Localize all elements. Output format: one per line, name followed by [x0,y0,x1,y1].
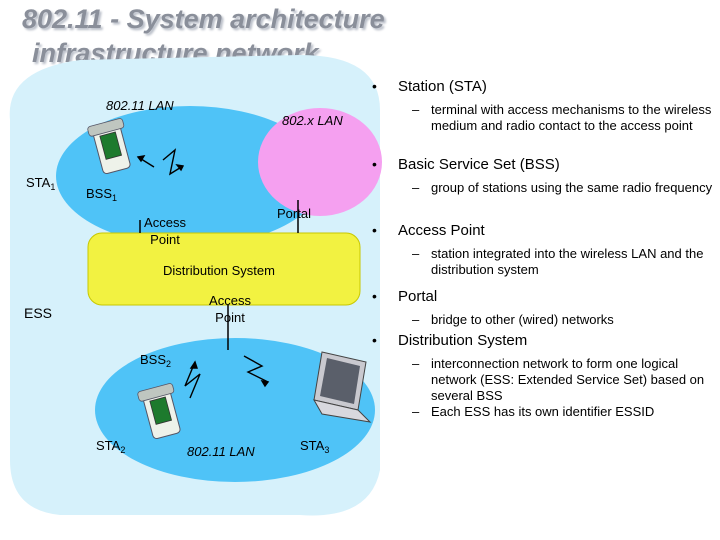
bss1-text: BSS [86,186,113,201]
lan-label-top: 802.11 LAN [106,98,174,113]
desc-bss: group of stations using the same radio f… [412,180,718,196]
sta2-text: STA [96,438,121,453]
sta2-sub: 2 [120,445,126,455]
desc-portal: bridge to other (wired) networks [412,312,718,328]
term-bss: Basic Service Set (BSS) [398,156,560,173]
sta2-device [137,383,181,440]
list-item: • Access Point station integrated into t… [368,222,718,288]
desc-essid: Each ESS has its own identifier ESSID [412,404,718,420]
term-station: Station (STA) [398,78,487,95]
desc-distribution-system: interconnection network to form one logi… [412,356,718,404]
list-item: • Portal bridge to other (wired) network… [368,288,718,332]
radio-symbol-bss2b [243,355,270,388]
sta3-text: STA [300,438,325,453]
sta1-sub: 1 [50,182,56,192]
definition-list: • Station (STA) terminal with access mec… [368,78,718,420]
list-item: • Station (STA) terminal with access mec… [368,78,718,156]
portal-label: Portal [277,206,311,221]
slide-title: 802.11 - System architecture infrastruct… [22,2,385,70]
radio-symbol-bss2a [184,360,201,399]
desc-access-point: station integrated into the wireless LAN… [412,246,718,278]
list-item: • Basic Service Set (BSS) group of stati… [368,156,718,222]
bullet-icon: • [372,332,377,348]
bss2-text: BSS [140,352,167,367]
radio-symbol-bss1 [136,148,185,176]
term-access-point: Access Point [398,222,485,239]
lan-label-bottom: 802.11 LAN [187,444,255,459]
bullet-icon: • [372,222,377,238]
desc-station: terminal with access mechanisms to the w… [412,102,718,134]
title-line-1: 802.11 - System architecture [22,4,385,34]
bullet-icon: • [372,288,377,304]
sta3-sub: 3 [324,445,330,455]
sta3-label: STA3 [300,438,329,455]
bss1-sub: 1 [112,193,118,203]
wired-lan-area [258,108,382,216]
sta2-label: STA2 [96,438,125,455]
ap2-label: Access Point [209,293,251,325]
bss1-label: BSS1 [86,186,117,203]
wired-lan-label: 802.x LAN [282,113,343,128]
ap1-label: Access Point [144,215,186,247]
bullet-icon: • [372,156,377,172]
sta3-laptop [313,351,372,423]
term-portal: Portal [398,288,438,305]
sta1-device [87,118,131,175]
bss2-area [95,338,375,482]
sta1-text: STA [26,175,51,190]
list-item: • Distribution System interconnection ne… [368,332,718,420]
bss2-sub: 2 [166,359,172,369]
term-distribution-system: Distribution System [398,332,528,349]
bss2-label: BSS2 [140,352,171,369]
bullet-icon: • [372,78,377,94]
sta1-label: STA1 [26,175,55,192]
ess-label: ESS [24,305,53,321]
distribution-system-label: Distribution System [163,263,275,278]
distribution-system-bar [87,232,361,306]
